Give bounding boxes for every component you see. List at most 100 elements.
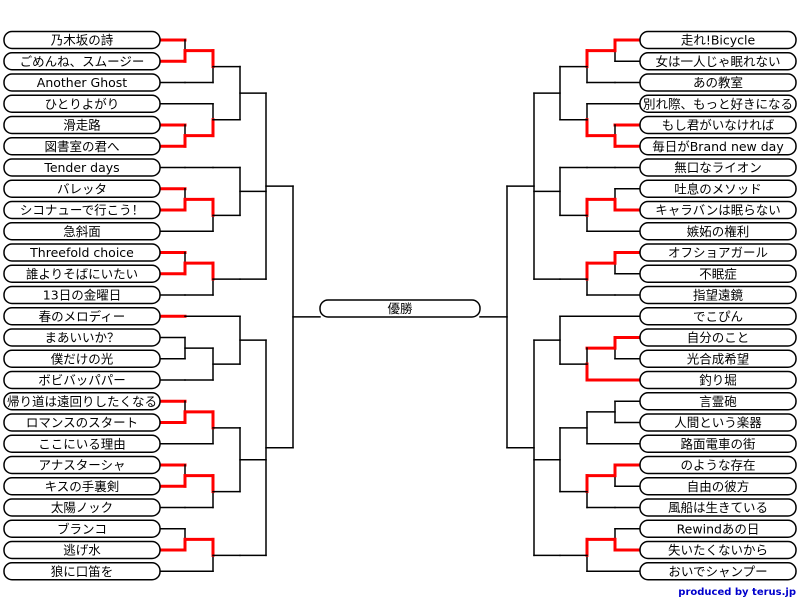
left-slot[interactable]: 13日の金曜日: [3, 285, 161, 305]
right-slot[interactable]: 不眠症: [639, 264, 797, 283]
left-slot[interactable]: ごめんね、スムージー: [3, 52, 161, 71]
slot-box: [639, 562, 797, 581]
right-slot[interactable]: 自由の彼方: [639, 477, 797, 496]
left-slot[interactable]: Tender days: [3, 158, 161, 177]
slot-label: ひとりよがり: [45, 96, 120, 111]
left-slot[interactable]: ボビバッパパー: [3, 370, 161, 390]
slot-box: [639, 540, 797, 560]
right-slot[interactable]: オフショアガール: [639, 243, 797, 262]
left-slot[interactable]: ブランコ: [3, 519, 161, 538]
final-slot[interactable]: 優勝: [319, 299, 481, 318]
left-slot[interactable]: シコナューで行こう！: [3, 200, 161, 220]
right-slot[interactable]: Rewindあの日: [639, 519, 797, 538]
left-slot[interactable]: Threefold choice: [3, 243, 161, 262]
slot-label: キスの手裏剣: [45, 479, 120, 494]
slot-box: [639, 285, 797, 305]
slot-label: おいでシャンプー: [668, 564, 767, 579]
slot-label: 嫉妬の権利: [687, 224, 750, 239]
right-slot[interactable]: 釣り堀: [639, 370, 797, 390]
right-slot[interactable]: おいでシャンプー: [639, 562, 797, 581]
slot-box: [639, 158, 797, 177]
left-slot[interactable]: バレッタ: [3, 179, 161, 198]
slot-label: Tender days: [43, 160, 119, 175]
slot-label: ごめんね、スムージー: [20, 54, 145, 69]
right-slot[interactable]: キャラバンは眠らない: [639, 200, 797, 220]
left-slot[interactable]: 図書室の君へ: [3, 137, 161, 156]
slot-label: 走れ!Bicycle: [681, 33, 756, 48]
left-slot[interactable]: 太陽ノック: [3, 498, 161, 517]
slot-box: [3, 477, 161, 496]
slot-box: [639, 328, 797, 347]
slot-label: まあいいか？: [44, 330, 119, 345]
left-slot[interactable]: アナスターシャ: [3, 455, 161, 475]
left-slot[interactable]: ロマンスのスタート: [3, 413, 161, 432]
slot-box: [639, 455, 797, 475]
left-slot[interactable]: 誰よりそばにいたい: [3, 264, 161, 283]
slot-label: 釣り堀: [699, 373, 737, 388]
slot-label: 毎日がBrand new day: [652, 139, 784, 154]
slot-label: 失いたくないから: [668, 543, 768, 558]
right-slot[interactable]: 失いたくないから: [639, 540, 797, 560]
slot-box: [639, 73, 797, 92]
left-slot[interactable]: 逃げ水: [3, 540, 161, 560]
slot-box: [3, 158, 161, 177]
slot-box: [3, 52, 161, 71]
slot-box: [3, 392, 161, 411]
slot-box: [3, 137, 161, 156]
slot-box: [3, 243, 161, 262]
slot-label: 光合成希望: [687, 351, 750, 366]
left-slot[interactable]: まあいいか？: [3, 328, 161, 347]
right-slot[interactable]: あの教室: [639, 73, 797, 92]
slot-label: Rewindあの日: [677, 521, 760, 536]
slot-box: [3, 455, 161, 475]
slot-label: アナスターシャ: [38, 458, 125, 473]
slot-label: もし君がいなければ: [662, 118, 775, 133]
right-slot[interactable]: 風船は生きている: [639, 498, 797, 517]
slot-label: 逃げ水: [63, 543, 101, 558]
slot-label: 無口なライオン: [674, 160, 762, 175]
slot-box: [639, 392, 797, 411]
left-slot[interactable]: ひとりよがり: [3, 94, 161, 113]
right-slot[interactable]: 光合成希望: [639, 349, 797, 368]
slot-label: シコナューで行こう！: [20, 203, 144, 218]
right-slot[interactable]: もし君がいなければ: [639, 115, 797, 135]
left-slot[interactable]: 帰り道は遠回りしたくなる: [3, 392, 161, 411]
slot-label: ここにいる理由: [38, 436, 126, 451]
right-slot[interactable]: 指望遠鏡: [639, 285, 797, 305]
right-slot[interactable]: 無口なライオン: [639, 158, 797, 177]
slot-box: [639, 477, 797, 496]
left-slot[interactable]: 急斜面: [3, 222, 161, 241]
slot-box: [639, 94, 797, 113]
left-slot[interactable]: ここにいる理由: [3, 434, 161, 453]
right-slot[interactable]: でこぴん: [639, 307, 797, 326]
left-slot[interactable]: 乃木坂の詩: [3, 30, 161, 50]
slot-label: ボビバッパパー: [38, 373, 126, 388]
right-slot[interactable]: 走れ!Bicycle: [639, 30, 797, 50]
slot-box: [3, 73, 161, 92]
slot-box: [3, 222, 161, 241]
slot-box: [3, 519, 161, 538]
right-slot[interactable]: 別れ際、もっと好きになる: [639, 94, 797, 113]
right-slot[interactable]: のような存在: [639, 455, 797, 475]
slot-label: 急斜面: [63, 224, 101, 239]
credit-text[interactable]: produced by terus.jp: [678, 587, 796, 598]
left-slot[interactable]: 春のメロディー: [3, 307, 161, 326]
left-slot[interactable]: 滑走路: [3, 115, 161, 135]
right-slot[interactable]: 自分のこと: [639, 328, 797, 347]
right-slot[interactable]: 路面電車の街: [639, 434, 797, 453]
slot-box: [3, 115, 161, 135]
slot-box: [3, 370, 161, 390]
left-slot[interactable]: キスの手裏剣: [3, 477, 161, 496]
left-slot[interactable]: 僕だけの光: [3, 349, 161, 368]
slot-label: Another Ghost: [37, 75, 128, 90]
right-slot[interactable]: 吐息のメソッド: [639, 179, 797, 198]
left-slot[interactable]: 狼に口笛を: [3, 562, 161, 581]
right-slot[interactable]: 女は一人じゃ眠れない: [639, 52, 797, 71]
right-slot[interactable]: 人間という楽器: [639, 413, 797, 432]
right-slot[interactable]: 言霊砲: [639, 392, 797, 411]
slot-box: [639, 413, 797, 432]
right-slot[interactable]: 嫉妬の権利: [639, 222, 797, 241]
right-slot[interactable]: 毎日がBrand new day: [639, 137, 797, 156]
left-slot[interactable]: Another Ghost: [3, 73, 161, 92]
